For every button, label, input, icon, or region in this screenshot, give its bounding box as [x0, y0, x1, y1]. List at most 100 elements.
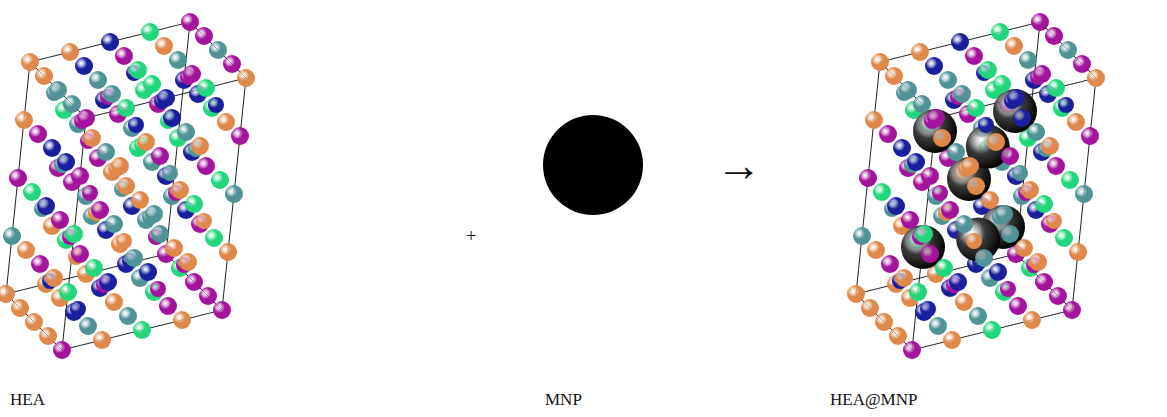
atom: [71, 167, 89, 185]
atom: [145, 205, 163, 223]
atom: [0, 285, 15, 303]
atom: [151, 147, 169, 165]
atom: [49, 81, 67, 99]
atom: [89, 71, 107, 89]
atom: [1063, 301, 1081, 319]
atom: [225, 185, 243, 203]
atom: [91, 201, 109, 219]
atom: [1019, 51, 1037, 69]
atom: [879, 125, 897, 143]
atom: [1033, 65, 1051, 83]
atom: [965, 47, 983, 65]
atom: [966, 233, 982, 249]
atom: [185, 273, 203, 291]
atom: [195, 27, 213, 45]
atom: [979, 61, 997, 79]
atom: [967, 177, 985, 195]
atom: [1000, 281, 1016, 297]
atom: [157, 89, 175, 107]
atom: [197, 79, 215, 97]
atom: [143, 75, 161, 93]
atom: [77, 109, 95, 127]
atom: [139, 263, 157, 281]
atom: [25, 313, 43, 331]
atom: [907, 153, 925, 171]
atom: [117, 177, 135, 195]
atom: [1035, 273, 1053, 291]
atom: [119, 307, 137, 325]
atom: [37, 197, 55, 215]
atom: [125, 249, 143, 267]
atom: [191, 137, 209, 155]
atom: [129, 61, 147, 79]
atom: [111, 157, 129, 175]
atom: [183, 65, 201, 83]
atom: [115, 47, 133, 65]
atom: [59, 283, 77, 301]
atom: [987, 133, 1005, 151]
atom: [955, 293, 973, 311]
atom: [43, 139, 61, 157]
atom: [23, 183, 41, 201]
atom: [131, 191, 149, 209]
atom: [1007, 89, 1025, 107]
atom: [101, 33, 119, 51]
atom: [1031, 13, 1049, 31]
atom: [1001, 225, 1019, 243]
figure-label: HEA@MNP: [830, 390, 917, 410]
atom: [185, 195, 203, 213]
atom: [941, 201, 959, 219]
atom: [1055, 229, 1073, 247]
atom: [1081, 127, 1099, 145]
atom: [885, 67, 903, 85]
atom: [932, 185, 948, 201]
atom: [141, 23, 159, 41]
atom: [105, 293, 123, 311]
atom: [85, 259, 103, 277]
atom: [967, 99, 985, 117]
atom: [911, 43, 929, 61]
figure-label: HEA: [10, 390, 45, 410]
atom: [223, 55, 241, 73]
atom: [875, 313, 893, 331]
atom: [1029, 253, 1047, 271]
atom: [859, 169, 877, 187]
atom: [915, 225, 933, 243]
atom: [71, 245, 89, 263]
atom: [853, 227, 871, 245]
atom: [861, 299, 879, 317]
atom: [211, 171, 229, 189]
atom: [159, 297, 177, 315]
atom: [1049, 287, 1067, 305]
atom: [903, 341, 921, 359]
atom: [1041, 137, 1059, 155]
atom: [155, 37, 173, 55]
atom: [53, 341, 71, 359]
atom: [181, 13, 199, 31]
atom: [1009, 297, 1027, 315]
atom: [65, 225, 83, 243]
atom: [133, 321, 151, 339]
atom: [51, 211, 69, 229]
atom: [1087, 69, 1105, 87]
atom: [179, 253, 197, 271]
atom: [1045, 27, 1063, 45]
atom: [1047, 79, 1065, 97]
atom: [983, 321, 1001, 339]
atom: [205, 229, 223, 247]
atom: [1061, 171, 1079, 189]
atom: [1023, 311, 1041, 329]
atom: [231, 127, 249, 145]
atom: [947, 143, 965, 161]
atom: [83, 129, 101, 147]
hea-lattice: [0, 13, 255, 359]
atom: [3, 227, 21, 245]
hea-mnp-lattice: [847, 13, 1105, 359]
atom: [15, 111, 33, 129]
atom: [873, 183, 891, 201]
atom: [1067, 113, 1085, 131]
atom: [953, 85, 971, 103]
atom: [1058, 97, 1074, 113]
atom: [116, 233, 132, 249]
atom: [29, 125, 47, 143]
